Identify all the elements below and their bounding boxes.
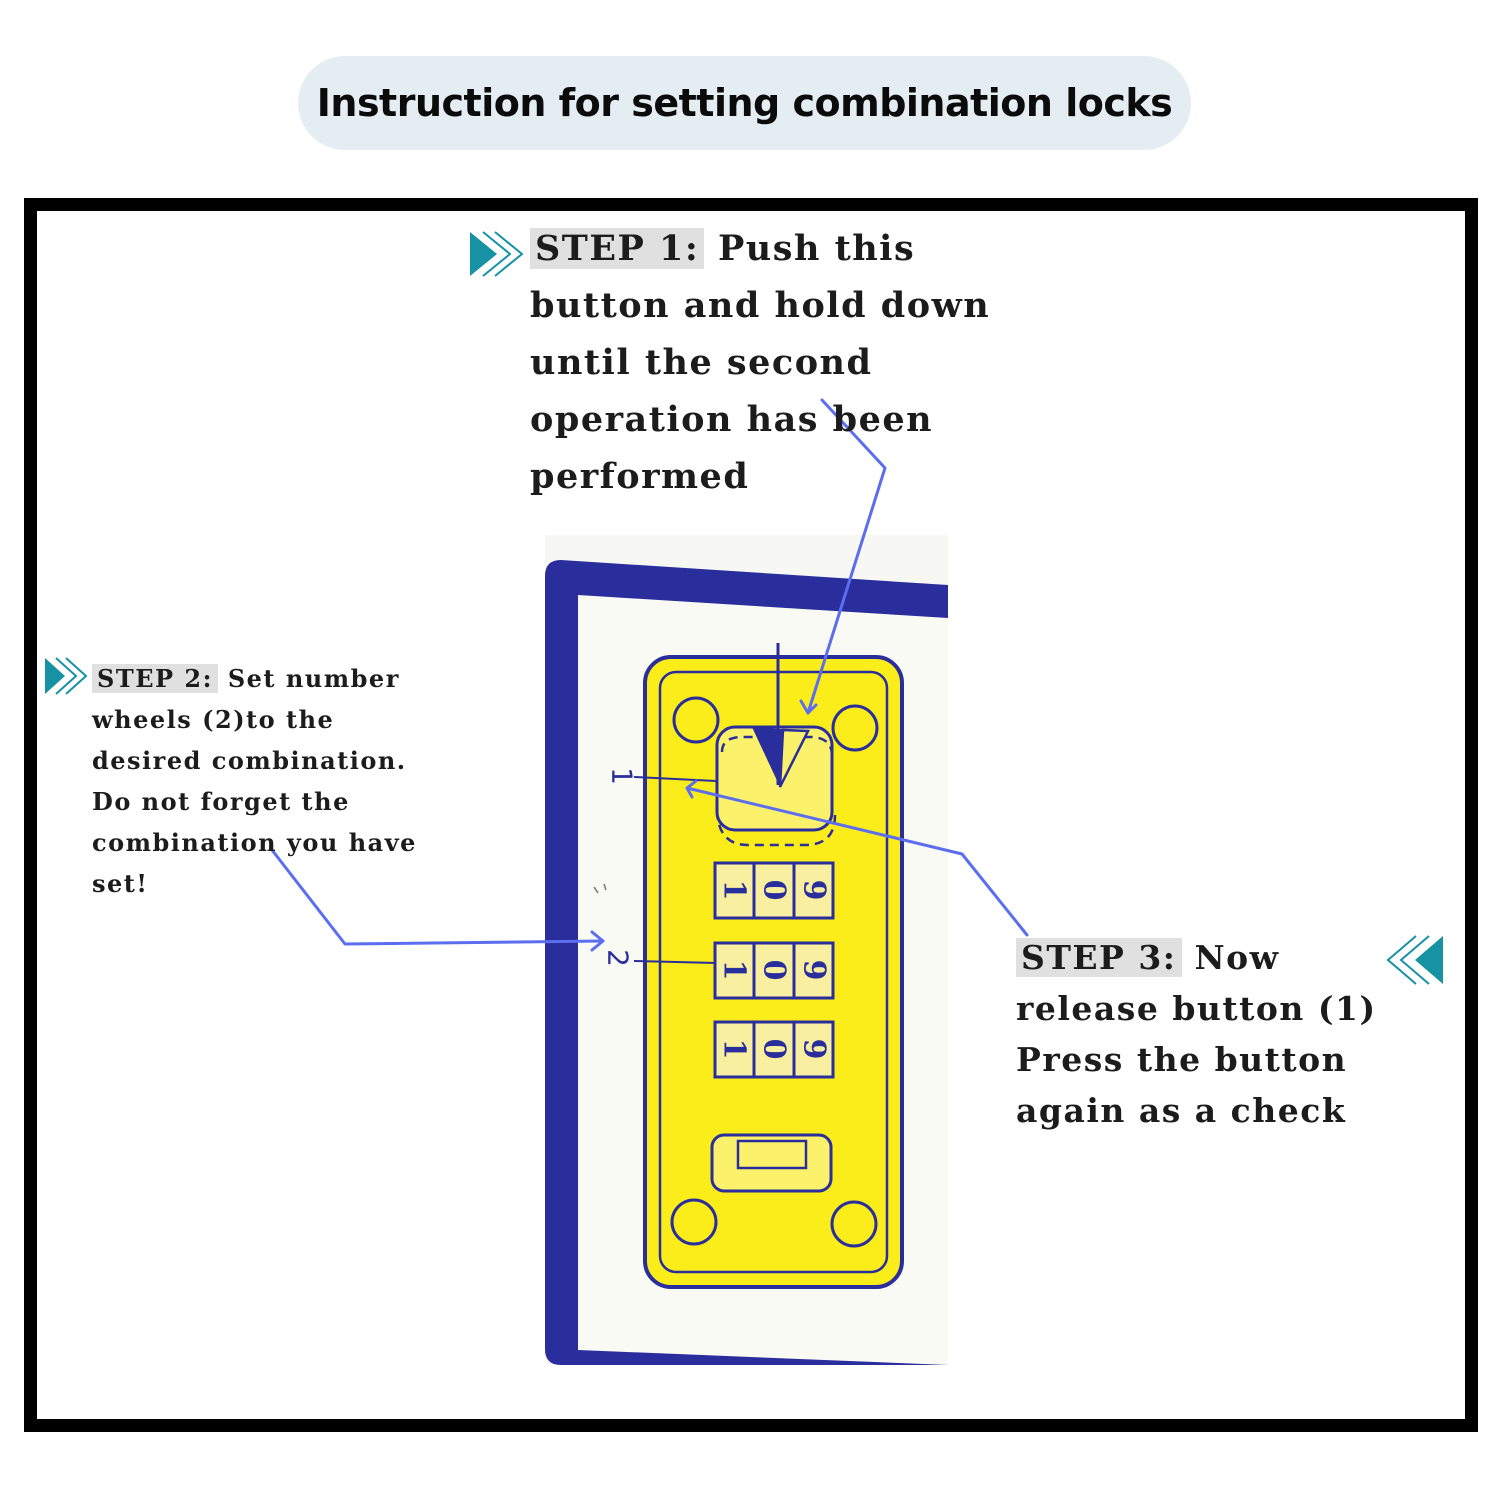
step1-chevron-icon xyxy=(470,231,524,277)
step-3-text: Now release button (1) Press the button … xyxy=(1016,938,1377,1130)
wheel-1-digit-2: 0 xyxy=(757,880,792,901)
number-wheels xyxy=(713,861,835,1079)
step3-chevron-icon xyxy=(1386,935,1443,985)
step-2-text: Set number wheels (2)to the desired comb… xyxy=(92,664,417,898)
pointer-arrows xyxy=(270,398,1029,952)
wheel-3-digit-1: 1 xyxy=(717,1039,752,1060)
step-3-instruction: STEP 3: Now release button (1) Press the… xyxy=(1016,932,1386,1136)
shackle-slot xyxy=(710,1133,833,1193)
step-1-text: Push this button and hold down until the… xyxy=(530,228,991,497)
wheel-2-digit-3: 9 xyxy=(797,960,832,981)
wheel-2-digit-1: 1 xyxy=(717,960,752,981)
wheel-1-digit-3: 9 xyxy=(797,880,832,901)
wheel-digits: 1 0 9 1 0 9 1 0 9 xyxy=(717,880,832,1060)
wheel-2-digit-2: 0 xyxy=(757,960,792,981)
step2-chevron-icon xyxy=(45,657,88,695)
step-1-instruction: STEP 1: Push this button and hold down u… xyxy=(530,220,1030,505)
step3-pointer-arrow xyxy=(685,779,1029,937)
page-title: Instruction for setting combination lock… xyxy=(316,81,1173,125)
step2-pointer-arrow xyxy=(270,848,605,952)
step-1-label: STEP 1: xyxy=(530,228,705,269)
step-2-label: STEP 2: xyxy=(92,664,218,693)
wheel-3-digit-2: 0 xyxy=(757,1039,792,1060)
step-2-instruction: STEP 2: Set number wheels (2)to the desi… xyxy=(92,658,432,904)
callout-2: 2 xyxy=(602,949,635,967)
step-3-label: STEP 3: xyxy=(1016,938,1182,977)
step1-pointer-arrow xyxy=(799,398,887,715)
push-button-graphic xyxy=(715,643,837,847)
title-banner: Instruction for setting combination lock… xyxy=(298,56,1191,150)
wheel-3-digit-3: 9 xyxy=(797,1039,832,1060)
wheel-1-digit-1: 1 xyxy=(717,880,752,901)
callout-1: 1 xyxy=(606,767,639,785)
lock-photo: 1 0 9 1 0 9 1 0 9 1 2 xyxy=(545,535,948,1365)
